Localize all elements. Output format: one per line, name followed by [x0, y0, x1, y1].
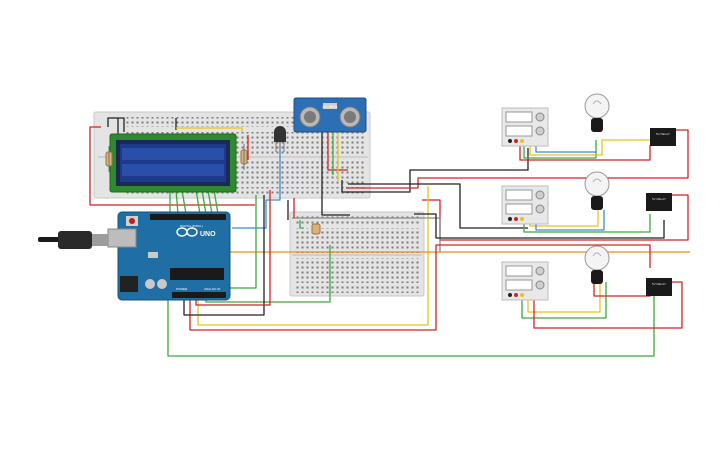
wires [89, 117, 690, 357]
bulb-icon [584, 171, 610, 210]
relay-label: 5V RELAY [652, 282, 666, 286]
bulb-icon [584, 93, 610, 132]
power-supply-2[interactable] [501, 185, 549, 225]
power-supply-1[interactable] [501, 107, 549, 147]
lcd-display[interactable] [109, 133, 237, 193]
relay-1[interactable]: 5V RELAY [650, 128, 676, 146]
bulb-1[interactable] [584, 93, 610, 132]
ultrasonic-sensor-icon[interactable]: HC-SR04 [293, 97, 367, 133]
resistor-icon [311, 223, 321, 235]
power-supply-icon [501, 261, 549, 301]
analog-header-label: ANALOG IN [204, 287, 220, 291]
sensor-model-label: HC-SR04 [323, 105, 338, 109]
usb-cable-icon[interactable] [38, 231, 108, 249]
power-supply-3[interactable] [501, 261, 549, 301]
relay-2[interactable]: 5V RELAY [646, 193, 672, 211]
bulb-icon [584, 245, 610, 284]
temperature-sensor-icon[interactable] [274, 126, 286, 152]
relay-icon [650, 128, 676, 146]
resistor-icon [105, 146, 113, 172]
power-supply-icon [501, 107, 549, 147]
power-supply-icon [501, 185, 549, 225]
relay-3[interactable]: 5V RELAY [646, 278, 672, 296]
arduino-logo [176, 227, 198, 237]
arduino-uno[interactable]: UNO DIGITAL (PWM~) POWER ANALOG IN [107, 211, 231, 301]
digital-header-label: DIGITAL (PWM~) [180, 224, 203, 228]
relay-label: 5V RELAY [652, 197, 666, 201]
relay-label: 5V RELAY [656, 132, 670, 136]
relay-icon [646, 278, 672, 296]
arduino-brand-label: UNO [200, 231, 216, 238]
breadboard-small[interactable] [289, 211, 425, 297]
bulb-2[interactable] [584, 171, 610, 210]
resistor-icon [240, 144, 248, 170]
bulb-3[interactable] [584, 245, 610, 284]
relay-icon [646, 193, 672, 211]
power-header-label: POWER [176, 287, 188, 291]
